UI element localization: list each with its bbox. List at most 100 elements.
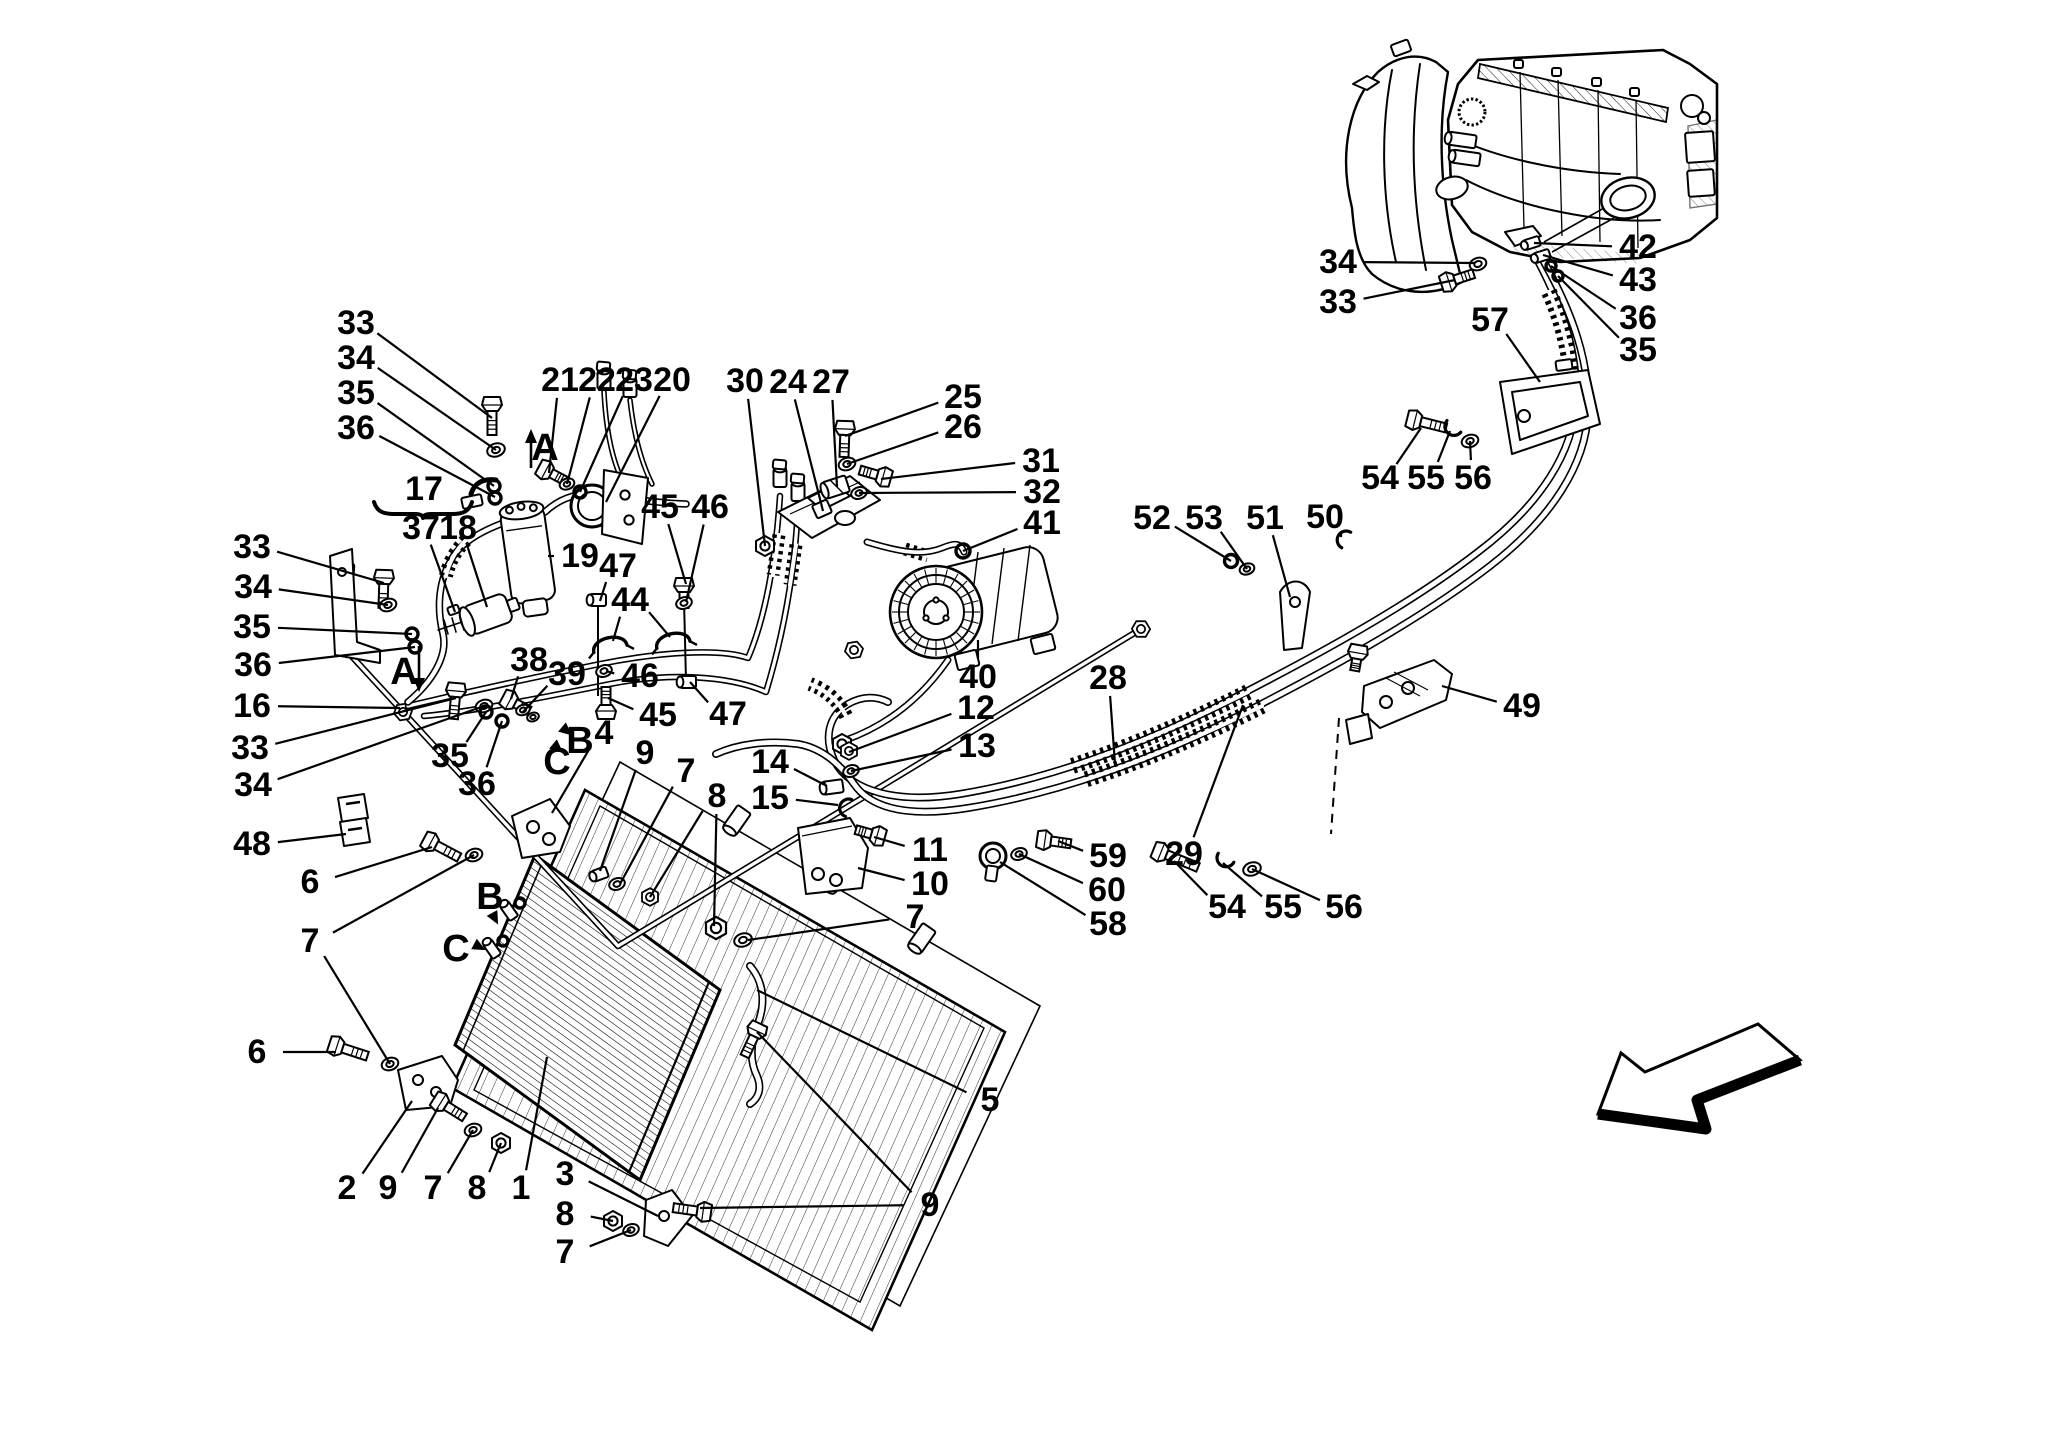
o-ring-icon <box>572 484 588 500</box>
washer-icon <box>675 595 693 611</box>
svg-text:7: 7 <box>556 1233 575 1271</box>
nut-icon <box>844 640 864 660</box>
bolt-icon <box>833 419 856 459</box>
svg-text:54: 54 <box>1361 459 1399 497</box>
bolt-icon <box>325 1035 371 1062</box>
grommet-icon <box>1443 130 1478 150</box>
callout-33: 33 <box>1319 283 1357 321</box>
letter-A: A <box>390 646 425 693</box>
svg-text:2: 2 <box>338 1169 357 1207</box>
svg-text:46: 46 <box>691 488 729 526</box>
callout-56: 56 <box>1454 459 1492 497</box>
svg-text:9: 9 <box>636 734 655 772</box>
clamp-58 <box>978 829 1073 883</box>
grommet-icon <box>1529 248 1552 264</box>
bolt-33c <box>444 681 467 721</box>
grommet-icon <box>907 922 937 955</box>
svg-text:46: 46 <box>621 657 659 695</box>
svg-text:47: 47 <box>599 547 637 585</box>
callout-35: 35 <box>337 374 375 412</box>
svg-text:36: 36 <box>1619 299 1657 337</box>
svg-text:15: 15 <box>751 779 789 817</box>
callout-38: 38 <box>510 641 548 679</box>
svg-text:49: 49 <box>1503 687 1541 725</box>
callout-53: 53 <box>1185 499 1223 537</box>
callout-17: 17 <box>405 470 443 508</box>
svg-text:27: 27 <box>812 363 850 401</box>
hvac-unit <box>1344 38 1719 293</box>
svg-text:13: 13 <box>958 727 996 765</box>
svg-text:44: 44 <box>611 581 649 619</box>
callout-47: 47 <box>709 695 747 733</box>
svg-text:31: 31 <box>1022 442 1060 480</box>
letter-C: C <box>442 928 486 970</box>
callout-7: 7 <box>424 1169 443 1207</box>
svg-text:9: 9 <box>921 1186 940 1224</box>
callout-27: 27 <box>812 363 850 401</box>
svg-text:35: 35 <box>431 737 469 775</box>
svg-text:56: 56 <box>1325 888 1363 926</box>
svg-text:A: A <box>390 651 417 693</box>
svg-text:28: 28 <box>1089 659 1127 697</box>
svg-text:6: 6 <box>301 863 320 901</box>
svg-text:5: 5 <box>981 1081 1000 1119</box>
callout-7: 7 <box>906 898 925 936</box>
callout-59: 59 <box>1089 837 1127 875</box>
callout-34: 34 <box>337 339 375 377</box>
svg-text:35: 35 <box>1619 331 1657 369</box>
grommet-icon <box>498 898 519 922</box>
callout-36: 36 <box>1619 299 1657 337</box>
callout-5: 5 <box>981 1081 1000 1119</box>
svg-text:52: 52 <box>1133 499 1171 537</box>
svg-text:9: 9 <box>379 1169 398 1207</box>
bracket-51 <box>1222 529 1353 651</box>
svg-text:4: 4 <box>595 714 614 752</box>
svg-text:35: 35 <box>233 608 271 646</box>
callout-25: 25 <box>944 378 982 416</box>
svg-text:7: 7 <box>677 752 696 790</box>
svg-text:30: 30 <box>726 362 764 400</box>
letter-B: B <box>558 720 594 762</box>
callout-11: 11 <box>912 831 948 869</box>
callout-4: 4 <box>595 714 614 752</box>
grommet-icon <box>818 778 845 796</box>
callout-22: 22 <box>578 361 616 399</box>
svg-text:35: 35 <box>337 374 375 412</box>
stack-38-39 <box>478 688 540 729</box>
callout-30: 30 <box>726 362 764 400</box>
callout-50: 50 <box>1306 498 1344 536</box>
letter-C: C <box>543 739 571 783</box>
callout-29: 29 <box>1165 835 1203 873</box>
callout-45: 45 <box>639 696 677 734</box>
o-ring-icon <box>487 490 503 506</box>
svg-text:48: 48 <box>233 825 271 863</box>
svg-text:34: 34 <box>234 568 272 606</box>
svg-text:7: 7 <box>301 922 320 960</box>
pipe-bundle <box>404 360 806 720</box>
callout-7: 7 <box>556 1233 575 1271</box>
o-ring-icon <box>494 713 510 729</box>
callout-2: 2 <box>338 1169 357 1207</box>
callout-51: 51 <box>1246 499 1284 537</box>
callout-35: 35 <box>1619 331 1657 369</box>
callout-31: 31 <box>1022 442 1060 480</box>
svg-text:34: 34 <box>337 339 375 377</box>
bolt-icon <box>1034 829 1073 852</box>
manifold <box>755 419 972 560</box>
svg-text:33: 33 <box>1319 283 1357 321</box>
callout-36: 36 <box>234 646 272 684</box>
callout-6: 6 <box>301 863 320 901</box>
callout-56: 56 <box>1325 888 1363 926</box>
o-ring-icon <box>513 896 527 910</box>
hoses <box>712 246 1593 816</box>
svg-text:17: 17 <box>405 470 443 508</box>
svg-text:36: 36 <box>337 409 375 447</box>
svg-text:19: 19 <box>561 537 599 575</box>
svg-text:8: 8 <box>468 1169 487 1207</box>
bolt-icon <box>444 681 467 721</box>
svg-text:B: B <box>566 720 593 762</box>
callout-35: 35 <box>233 608 271 646</box>
